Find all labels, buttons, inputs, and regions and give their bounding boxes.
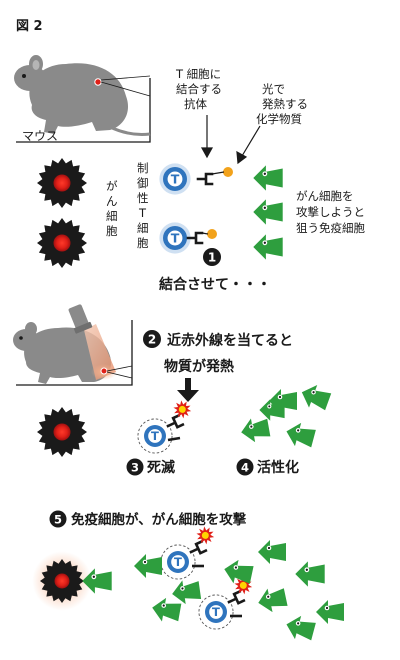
treg-label-char: 細 xyxy=(137,221,149,235)
step-3-text: 死滅 xyxy=(146,459,175,476)
treg-label-char: T xyxy=(138,206,147,220)
t-cell: T xyxy=(159,222,191,254)
immune-label: がん細胞を 攻撃しようと 狙う免疫細胞 xyxy=(296,189,365,235)
mouse-illustration xyxy=(14,55,151,143)
antibody-chemical xyxy=(166,400,192,429)
t-cell: T xyxy=(198,594,234,630)
treg-label-char: 胞 xyxy=(137,236,149,250)
t-cell: T xyxy=(159,163,191,195)
immune-cell xyxy=(152,597,182,622)
antibody-label: T 細胞に 結合する 抗体 xyxy=(175,67,222,111)
step-1-badge: 1 xyxy=(203,248,221,266)
t-cell: T xyxy=(137,418,173,454)
immune-cell xyxy=(301,385,332,411)
immune-label-line: がん細胞を xyxy=(296,189,354,203)
step-2-badge: 2 xyxy=(143,330,161,348)
immune-cell xyxy=(258,540,286,564)
antibody-label-line: 結合する xyxy=(176,82,222,96)
t-cell-letter: T xyxy=(171,171,180,186)
immune-cell xyxy=(316,600,344,624)
chemical-label-line: 化学物質 xyxy=(256,112,302,126)
mouse-label: マウス xyxy=(22,129,58,143)
step-2-text-line: 近赤外線を当てると xyxy=(167,332,293,349)
figure-title: 図 2 xyxy=(16,19,43,34)
step-2-number: 2 xyxy=(148,333,156,347)
cancer-cell xyxy=(37,158,87,208)
cancer-label-char: ん xyxy=(106,194,118,208)
immune-cell xyxy=(172,580,202,605)
immune-cell xyxy=(259,399,285,421)
immune-label-line: 狙う免疫細胞 xyxy=(296,221,365,235)
chemical-label-line: 光で xyxy=(262,82,285,96)
immune-cell xyxy=(258,588,288,613)
cancer-label-char: が xyxy=(106,179,118,193)
antibody-label-line: 抗体 xyxy=(184,97,207,111)
immune-cell xyxy=(286,422,316,448)
chemical-label: 光で 発熱する 化学物質 xyxy=(256,82,308,126)
step-5-number: 5 xyxy=(54,513,62,527)
cancer-cell xyxy=(37,407,87,457)
immune-cell xyxy=(82,568,112,594)
immune-cell xyxy=(253,165,283,191)
cancer-cell xyxy=(32,551,92,611)
treg-label-char: 性 xyxy=(137,191,149,205)
antibody-chemical xyxy=(227,576,253,605)
step-4-text: 活性化 xyxy=(257,459,299,476)
immune-cell xyxy=(295,561,325,587)
step-4-badge: 4 xyxy=(236,458,254,476)
immune-cell xyxy=(253,199,283,225)
step-1-text: 結合させて・・・ xyxy=(159,276,271,293)
mouse-irradiated-illustration xyxy=(13,304,133,386)
step-3-number: 3 xyxy=(131,461,139,475)
t-cell-letter: T xyxy=(171,230,180,245)
step-5-text: 免疫細胞が、がん細胞を攻撃 xyxy=(71,511,247,528)
antibody-label-line: T 細胞に xyxy=(175,67,221,81)
label-arrows xyxy=(200,115,261,165)
t-cell-letter: T xyxy=(151,429,159,443)
immune-cell xyxy=(253,234,283,260)
cancer-cell xyxy=(37,218,87,268)
step-1-number: 1 xyxy=(208,251,216,265)
immune-cell xyxy=(224,559,254,584)
step-3-badge: 3 xyxy=(126,458,144,476)
step-4-number: 4 xyxy=(241,461,249,475)
immune-cell xyxy=(134,554,162,578)
immune-cell xyxy=(286,615,316,641)
treg-label-char: 御 xyxy=(137,176,149,190)
cancer-label-char: 胞 xyxy=(106,224,118,238)
cancer-label: が ん 細 胞 xyxy=(106,179,118,238)
cancer-label-char: 細 xyxy=(106,209,118,223)
treg-label: 制 御 性 T 細 胞 xyxy=(137,161,149,250)
chemical-label-line: 発熱する xyxy=(262,97,308,111)
t-cell-letter: T xyxy=(212,605,220,619)
down-arrow xyxy=(177,378,199,402)
antibody-chemical xyxy=(189,526,215,555)
immune-cell xyxy=(241,418,271,443)
treg-label-char: 制 xyxy=(137,161,149,175)
t-cell: T xyxy=(160,544,196,580)
step-5-badge: 5 xyxy=(49,510,67,528)
t-cell-letter: T xyxy=(174,555,182,569)
immune-label-line: 攻撃しようと xyxy=(296,205,365,219)
step-2-text-line: 物質が発熱 xyxy=(164,358,234,375)
